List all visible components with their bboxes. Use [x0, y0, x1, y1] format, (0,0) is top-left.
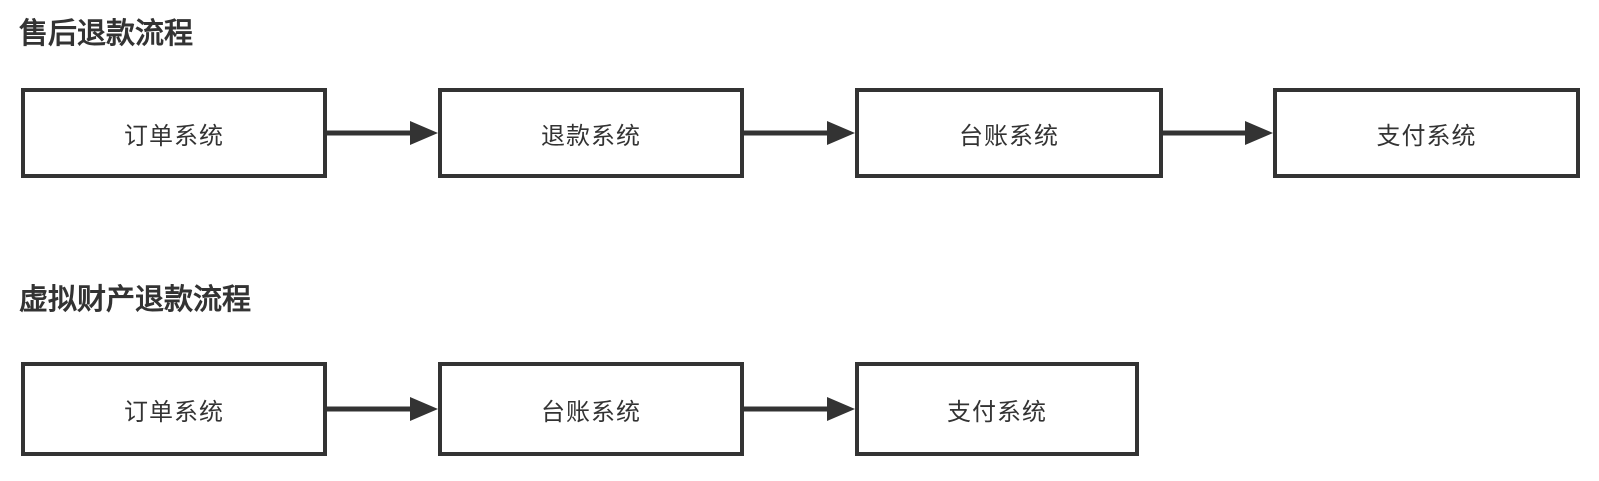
- node-label: 台账系统: [959, 121, 1059, 150]
- section-title-virtual-asset-refund: 虚拟财产退款流程: [19, 282, 252, 316]
- node-label: 订单系统: [124, 397, 224, 426]
- flow-row-virtual-asset-refund: 订单系统 台账系统 支付系统: [0, 362, 1599, 456]
- node-label: 台账系统: [541, 397, 641, 426]
- node-label: 支付系统: [1376, 121, 1477, 150]
- node-order-system-row1[interactable]: 订单系统: [21, 88, 327, 178]
- node-label: 支付系统: [947, 397, 1047, 426]
- section-title-after-sales-refund: 售后退款流程: [19, 16, 194, 50]
- arrow-ledger-to-payment: [1163, 113, 1273, 153]
- node-label: 退款系统: [541, 121, 641, 150]
- arrow-order-to-ledger: [327, 389, 438, 429]
- arrow-ledger-to-payment-row2: [744, 389, 855, 429]
- flow-row-after-sales-refund: 订单系统 退款系统 台账系统 支付系统: [0, 88, 1599, 178]
- node-ledger-system-row1[interactable]: 台账系统: [855, 88, 1163, 178]
- arrow-refund-to-ledger: [744, 113, 855, 153]
- node-ledger-system-row2[interactable]: 台账系统: [438, 362, 744, 456]
- node-label: 订单系统: [124, 121, 224, 150]
- node-order-system-row2[interactable]: 订单系统: [21, 362, 327, 456]
- node-refund-system-row1[interactable]: 退款系统: [438, 88, 744, 178]
- node-payment-system-row2[interactable]: 支付系统: [855, 362, 1139, 456]
- node-payment-system-row1[interactable]: 支付系统: [1273, 88, 1580, 178]
- arrow-order-to-refund: [327, 113, 438, 153]
